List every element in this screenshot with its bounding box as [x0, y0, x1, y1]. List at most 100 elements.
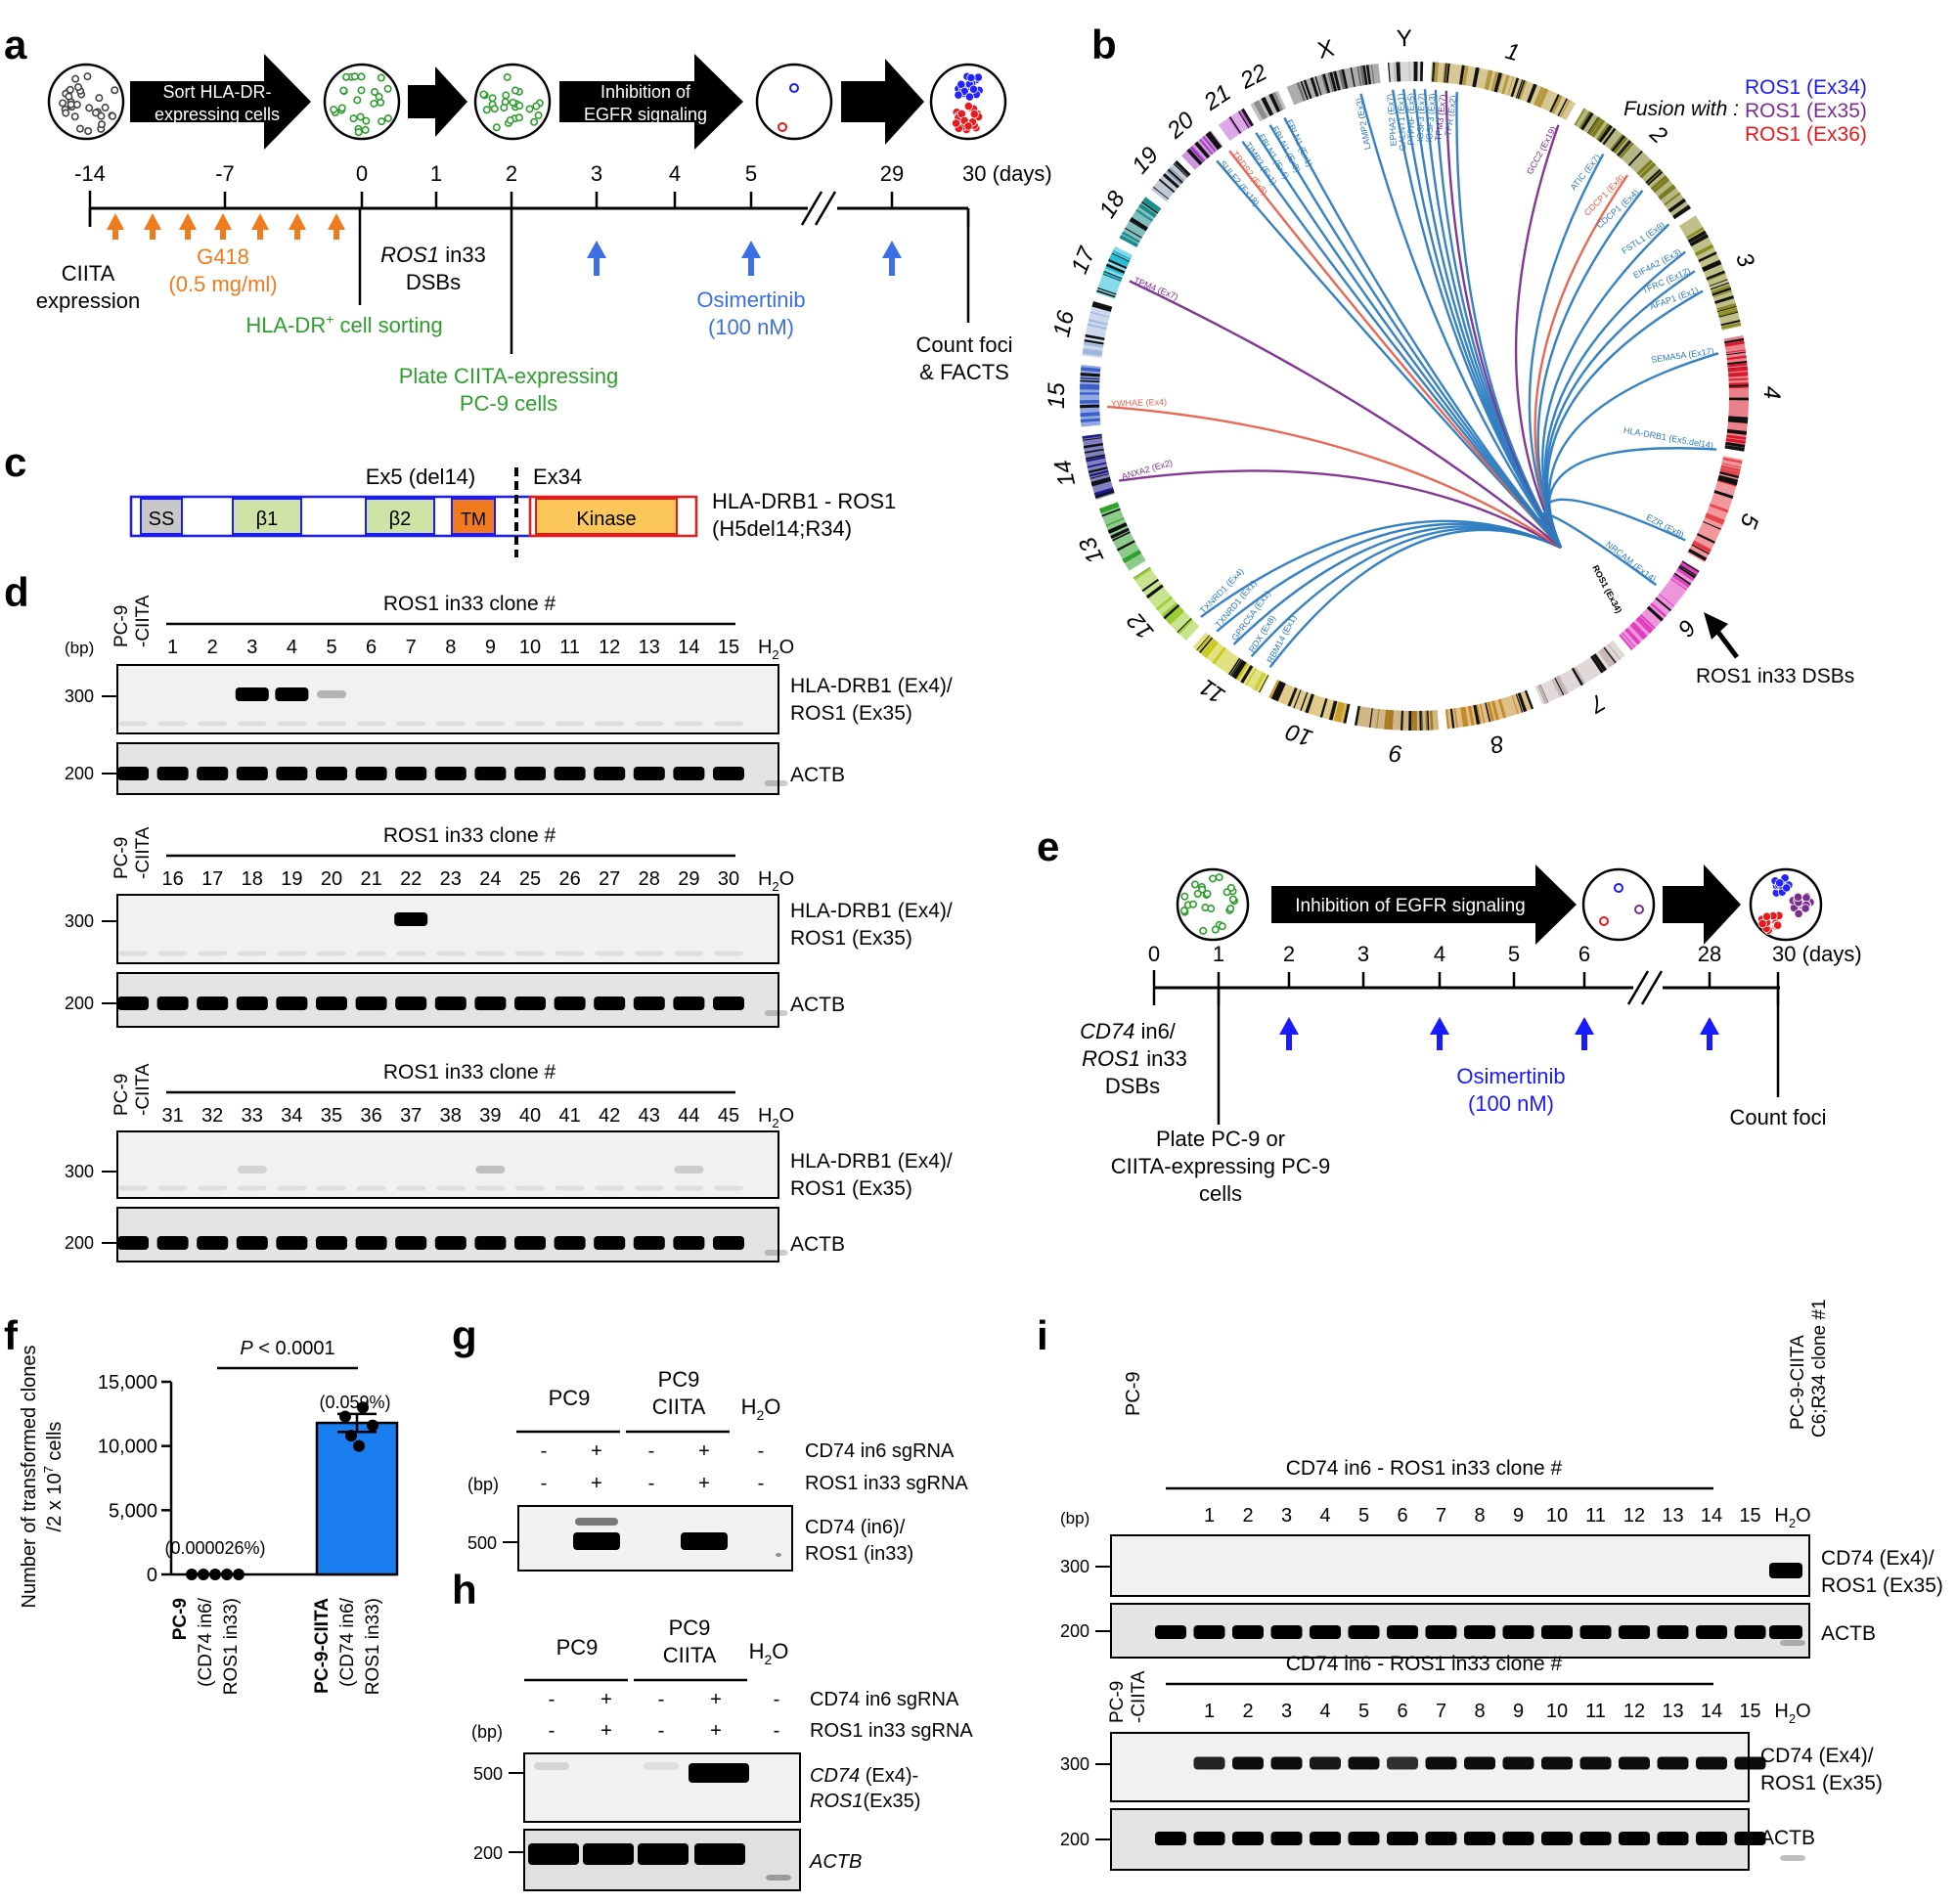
i-actb-band-bottom [1348, 1832, 1380, 1845]
chromosome-band [1241, 108, 1254, 127]
fusion-link [1129, 280, 1562, 549]
chromosome-band [1647, 606, 1663, 622]
chromosome-band [1108, 257, 1129, 268]
chromosome-band [1719, 467, 1741, 475]
chromosome-label-1: 1 [1502, 38, 1522, 67]
i-actb-band-bottom [1657, 1832, 1689, 1845]
greenDots2-cell [479, 90, 488, 99]
tick-e-label: 4 [1434, 942, 1445, 966]
d-lane-number: 27 [599, 868, 620, 890]
d-actb-band [713, 1236, 744, 1250]
chromosome-band [1549, 94, 1560, 113]
greenDots1-cell [354, 128, 363, 137]
chromosome-band [1518, 80, 1528, 100]
break-mark-e2 [1640, 970, 1664, 1005]
grayDots-cell [84, 127, 93, 136]
chromosome-band [1667, 198, 1686, 213]
chromosome-band [1429, 710, 1434, 731]
d-actb-band [633, 767, 665, 780]
dish-e-green-dots [1179, 873, 1239, 935]
d-lane-number: 29 [678, 868, 699, 890]
chromosome-band [1229, 658, 1243, 677]
chromosome-band [1082, 437, 1102, 441]
d-lane-number: 32 [201, 1105, 223, 1127]
chromosome-label-8: 8 [1487, 730, 1506, 759]
fusion-link [1547, 447, 1717, 549]
d-lane-number: 6 [366, 637, 377, 658]
chromosome-band [1261, 98, 1272, 116]
h-group-pc9: PC9 [556, 1635, 599, 1660]
plate-label-2: PC-9 cells [460, 391, 557, 416]
d-primer-dimer [118, 721, 148, 727]
chromosome-band [1384, 709, 1389, 730]
chromosome-band [1083, 348, 1103, 355]
chromosome-band [1464, 66, 1469, 86]
i-h2o-top-o: O [1796, 1505, 1811, 1527]
chromosome-band [1571, 667, 1583, 686]
osim-label-a-2: (100 nM) [708, 315, 794, 339]
chromosome-band [1720, 319, 1741, 327]
i-actb-band-top [1541, 1625, 1573, 1639]
chromosome-band [1233, 661, 1247, 680]
d-fusion-label-1: HLA-DRB1 (Ex4)/ [790, 1150, 953, 1173]
d-lane-number: 33 [242, 1105, 263, 1127]
g-sign-cd74: - [648, 1440, 655, 1462]
chromosome-band [1696, 533, 1715, 544]
d-actb-band [514, 1236, 546, 1250]
f-pvalue-rest: < 0.0001 [253, 1338, 335, 1359]
d-primer-dimer [435, 951, 466, 956]
i-lane-number-top: 3 [1281, 1505, 1292, 1527]
i-fusion-band-bottom [1734, 1756, 1766, 1770]
f-xlabel: PC-9 [170, 1598, 191, 1640]
i-lane-number-top: 12 [1623, 1505, 1645, 1527]
d-pc9-label-2: -CIITA [133, 826, 154, 879]
chromosome-band [1314, 76, 1322, 96]
chromosome-band [1108, 523, 1128, 534]
d-h2o-sub: 2 [772, 647, 778, 662]
chromosome-band [1203, 641, 1219, 658]
chromosome-band [1458, 65, 1465, 85]
chromosome-band [1141, 200, 1159, 214]
i-pc9c-label-1: PC-9 [1107, 1681, 1128, 1723]
tick-a-label: 3 [591, 161, 602, 186]
chromosome-band [1421, 710, 1423, 731]
greenDots2-cell [532, 102, 541, 111]
h-band-label-2: ROS1(Ex35) [810, 1791, 920, 1812]
d-primer-dimer [118, 951, 148, 956]
e-plate-2: CIITA-expressing PC-9 [1111, 1154, 1331, 1178]
i-actb-band-top [1619, 1625, 1650, 1639]
g-sign-rows: --++--++-- [541, 1440, 765, 1494]
chromosome-band [1425, 710, 1428, 731]
chromosome-band [1085, 454, 1105, 460]
f-point [233, 1569, 244, 1580]
chromosome-label-Y: Y [1397, 25, 1413, 52]
chromosome-band [1726, 355, 1747, 361]
i-lane-number-top: 13 [1662, 1505, 1683, 1527]
d-lane-number: 15 [718, 637, 739, 658]
d-primer-dimer [396, 951, 426, 956]
chromosome-band [1141, 579, 1159, 593]
chromosome-band [1240, 665, 1254, 684]
i-lane-number-bottom: 7 [1436, 1701, 1446, 1722]
eCol-cell [1793, 892, 1803, 902]
ex5-label: Ex5 (del14) [366, 465, 476, 489]
d-lane-number: 9 [485, 637, 496, 658]
f-point [367, 1419, 378, 1432]
tick-e-label: 28 [1698, 942, 1721, 966]
chromosome-band [1133, 567, 1152, 581]
i-fusion-band-bottom [1696, 1756, 1727, 1770]
i-clone-header-bottom: CD74 in6 - ROS1 in33 clone # [1286, 1653, 1563, 1675]
eCol-cell [1761, 911, 1772, 921]
chromosome-band [1319, 697, 1328, 718]
d-lane-number: 39 [479, 1105, 501, 1127]
chromosome-band [1557, 98, 1569, 116]
i-actb-band-top [1155, 1625, 1186, 1639]
chromosome-band [1111, 252, 1131, 262]
f-point [353, 1439, 365, 1452]
d-fusion-label-1: HLA-DRB1 (Ex4)/ [790, 900, 953, 922]
d-clone-header: ROS1 in33 clone # [383, 593, 556, 615]
f-point [198, 1569, 209, 1580]
chromosome-band [1408, 62, 1410, 82]
d-actb-band [673, 1236, 705, 1250]
